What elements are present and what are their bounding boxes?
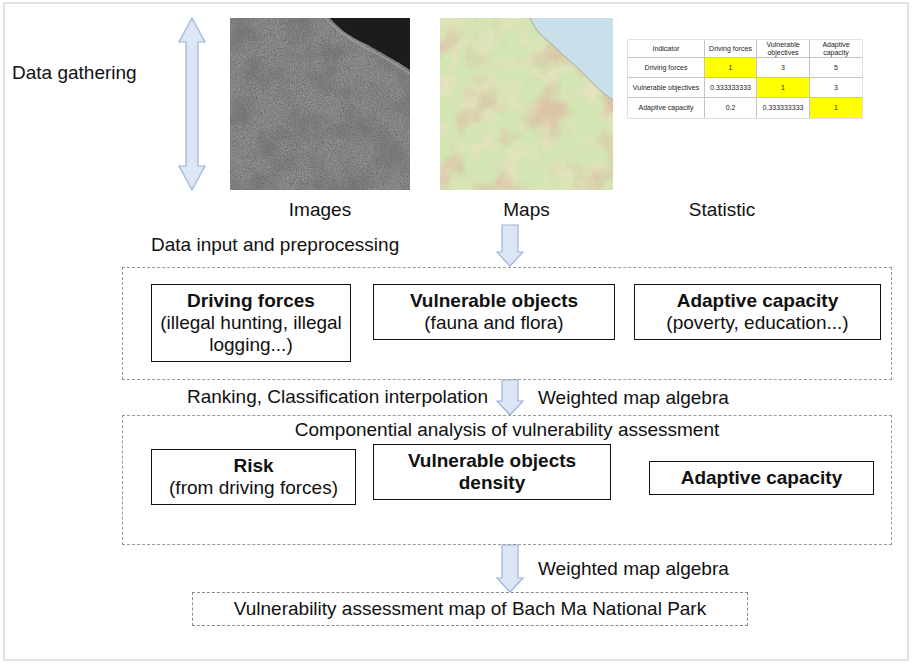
double-arrow: [179, 18, 205, 190]
table-cell: Driving forces: [628, 58, 705, 78]
edge-label: Weighted map algebra: [536, 387, 731, 409]
table-cell: Adaptive capacity: [810, 40, 862, 58]
table-cell: 1: [705, 58, 757, 78]
table-cell: Driving forces: [705, 40, 757, 58]
stage-label: Data gathering: [12, 62, 177, 84]
box-title: Vulnerable objects density: [380, 450, 604, 494]
process-box: Adaptive capacity: [649, 461, 874, 495]
box-body: (poverty, education...): [641, 312, 874, 334]
table-cell: 0.2: [705, 98, 757, 118]
table-cell: 3: [757, 58, 810, 78]
box-body: (fauna and flora): [380, 312, 608, 334]
table-cell: Adaptive capacity: [628, 98, 705, 118]
process-box: Driving forces(illegal hunting, illegal …: [151, 284, 351, 362]
block-arrow: [497, 545, 523, 592]
image-caption: Maps: [440, 199, 613, 221]
process-box: Vulnerable objects density: [373, 444, 611, 500]
water-area: [330, 18, 410, 70]
block-arrow: [497, 225, 523, 266]
sea-area: [530, 18, 613, 100]
figure-frame: [4, 3, 908, 660]
process-box: Risk(from driving forces): [151, 449, 356, 505]
box-text: Vulnerability assessment map of Bach Ma …: [201, 598, 739, 620]
table-cell: 1: [810, 98, 862, 118]
image-grain: [230, 18, 410, 190]
image-caption: Statistic: [642, 199, 802, 221]
table-cell: 0.333333333: [705, 78, 757, 98]
image-blotch: [230, 18, 410, 190]
box-title: Vulnerable objects: [380, 290, 608, 312]
table-cell: Vulnerable objectives: [628, 78, 705, 98]
box-title: Driving forces: [158, 290, 344, 312]
box-title: Adaptive capacity: [656, 467, 867, 489]
process-box: Vulnerable objects(fauna and flora): [373, 284, 615, 340]
group-box: Data input and preprocessingDriving forc…: [122, 267, 892, 380]
image-caption: Images: [230, 199, 410, 221]
box-body: (from driving forces): [158, 477, 349, 499]
map-hills: [440, 18, 613, 190]
box-title: Risk: [158, 455, 349, 477]
coast-line: [530, 18, 613, 100]
topographic-map: [440, 18, 613, 190]
edge-label: Weighted map algebra: [536, 558, 731, 580]
table-outline: [628, 40, 862, 118]
table-cell: Indicator: [628, 40, 705, 58]
group-heading: Data input and preprocessing: [151, 234, 399, 256]
table-cell: 5: [810, 58, 862, 78]
shore-line: [325, 18, 410, 74]
map-ground: [440, 18, 613, 190]
group-box: Componential analysis of vulnerability a…: [122, 415, 892, 545]
block-arrow: [497, 380, 523, 415]
map-mountains: [440, 18, 613, 190]
group-heading: Componential analysis of vulnerability a…: [123, 416, 891, 441]
satellite-image: [230, 18, 410, 190]
table-cell: Vulnerable objectives: [757, 40, 810, 58]
process-box: Adaptive capacity(poverty, education...): [634, 284, 881, 340]
image-ground: [230, 18, 410, 190]
box-body: (illegal hunting, illegal logging...): [158, 312, 344, 356]
step-label: Ranking, Classification interpolation: [40, 386, 488, 408]
table-cell: 0.333333333: [757, 98, 810, 118]
table-cell: 1: [757, 78, 810, 98]
table-cell: 3: [810, 78, 862, 98]
box-title: Adaptive capacity: [641, 290, 874, 312]
result-box: Vulnerability assessment map of Bach Ma …: [192, 592, 748, 626]
